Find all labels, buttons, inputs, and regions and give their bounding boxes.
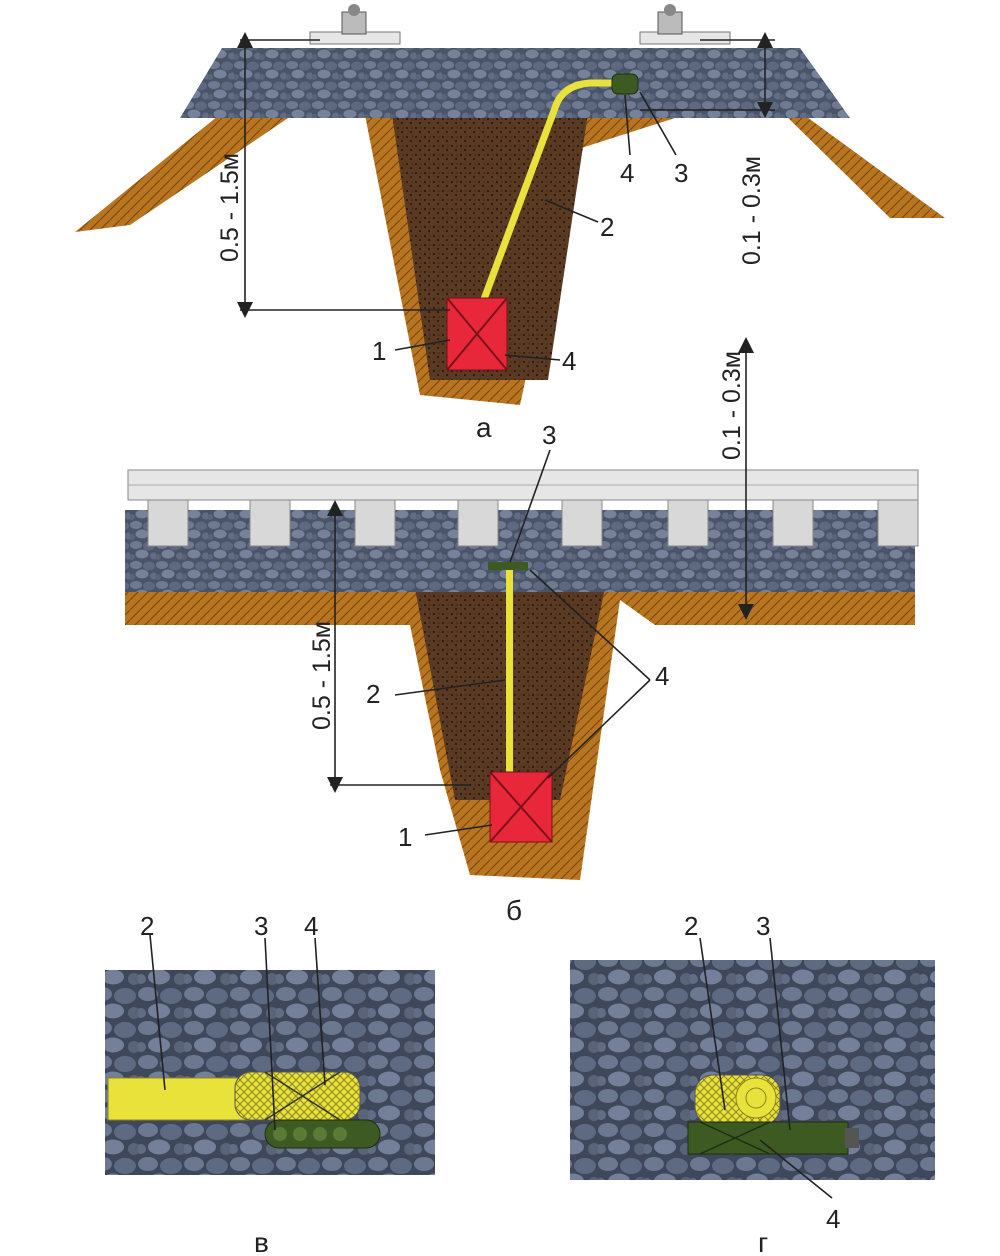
panel-g-plan-detail: 2 3 4 г — [570, 911, 935, 1256]
wire — [506, 565, 513, 780]
explosive-charge — [446, 297, 508, 371]
callout-2: 2 — [600, 212, 614, 242]
callout-4-upper: 4 — [620, 158, 634, 188]
callout-4: 4 — [655, 661, 669, 691]
callout-3: 3 — [254, 911, 268, 941]
detonator — [687, 1121, 859, 1155]
depth-dimension-label: 0.5 - 1.5м — [216, 153, 244, 262]
panel-v-caption: в — [254, 1227, 269, 1256]
sleepers — [147, 497, 919, 547]
wire — [476, 79, 612, 312]
detonator — [264, 1119, 381, 1149]
explosive-charge — [489, 771, 553, 843]
detonator — [488, 562, 528, 570]
callout-4-lower: 4 — [562, 346, 576, 376]
rail-left — [309, 4, 401, 45]
callout-2: 2 — [140, 911, 154, 941]
cover-dimension-label: 0.1 - 0.3м — [718, 351, 746, 460]
callout-1: 1 — [372, 336, 386, 366]
callout-4: 4 — [826, 1204, 840, 1234]
callout-2: 2 — [684, 911, 698, 941]
panel-g-caption: г — [758, 1227, 768, 1256]
explosive-charge — [234, 1071, 361, 1121]
panel-v-plan-detail: 2 3 4 в — [105, 911, 435, 1256]
wire — [107, 1077, 254, 1121]
panel-b-caption: б — [506, 895, 522, 926]
callout-3: 3 — [756, 911, 770, 941]
depth-dimension-label: 0.5 - 1.5м — [308, 621, 336, 730]
detonator — [611, 73, 639, 95]
callout-4: 4 — [304, 911, 318, 941]
callout-1: 1 — [398, 822, 412, 852]
panel-a-cross-section: 0.5 - 1.5м 0.1 - 0.3м 1 4 2 4 3 а — [75, 4, 945, 443]
cover-dimension-label: 0.1 - 0.3м — [738, 156, 766, 265]
ballast-layer — [180, 48, 850, 118]
callout-3: 3 — [542, 420, 556, 450]
panel-b-longitudinal-section: 0.5 - 1.5м 0.1 - 0.3м 3 2 1 4 б — [125, 337, 919, 926]
callout-3: 3 — [674, 158, 688, 188]
panel-a-caption: а — [476, 412, 492, 443]
rail-right — [639, 4, 731, 45]
callout-2: 2 — [366, 679, 380, 709]
